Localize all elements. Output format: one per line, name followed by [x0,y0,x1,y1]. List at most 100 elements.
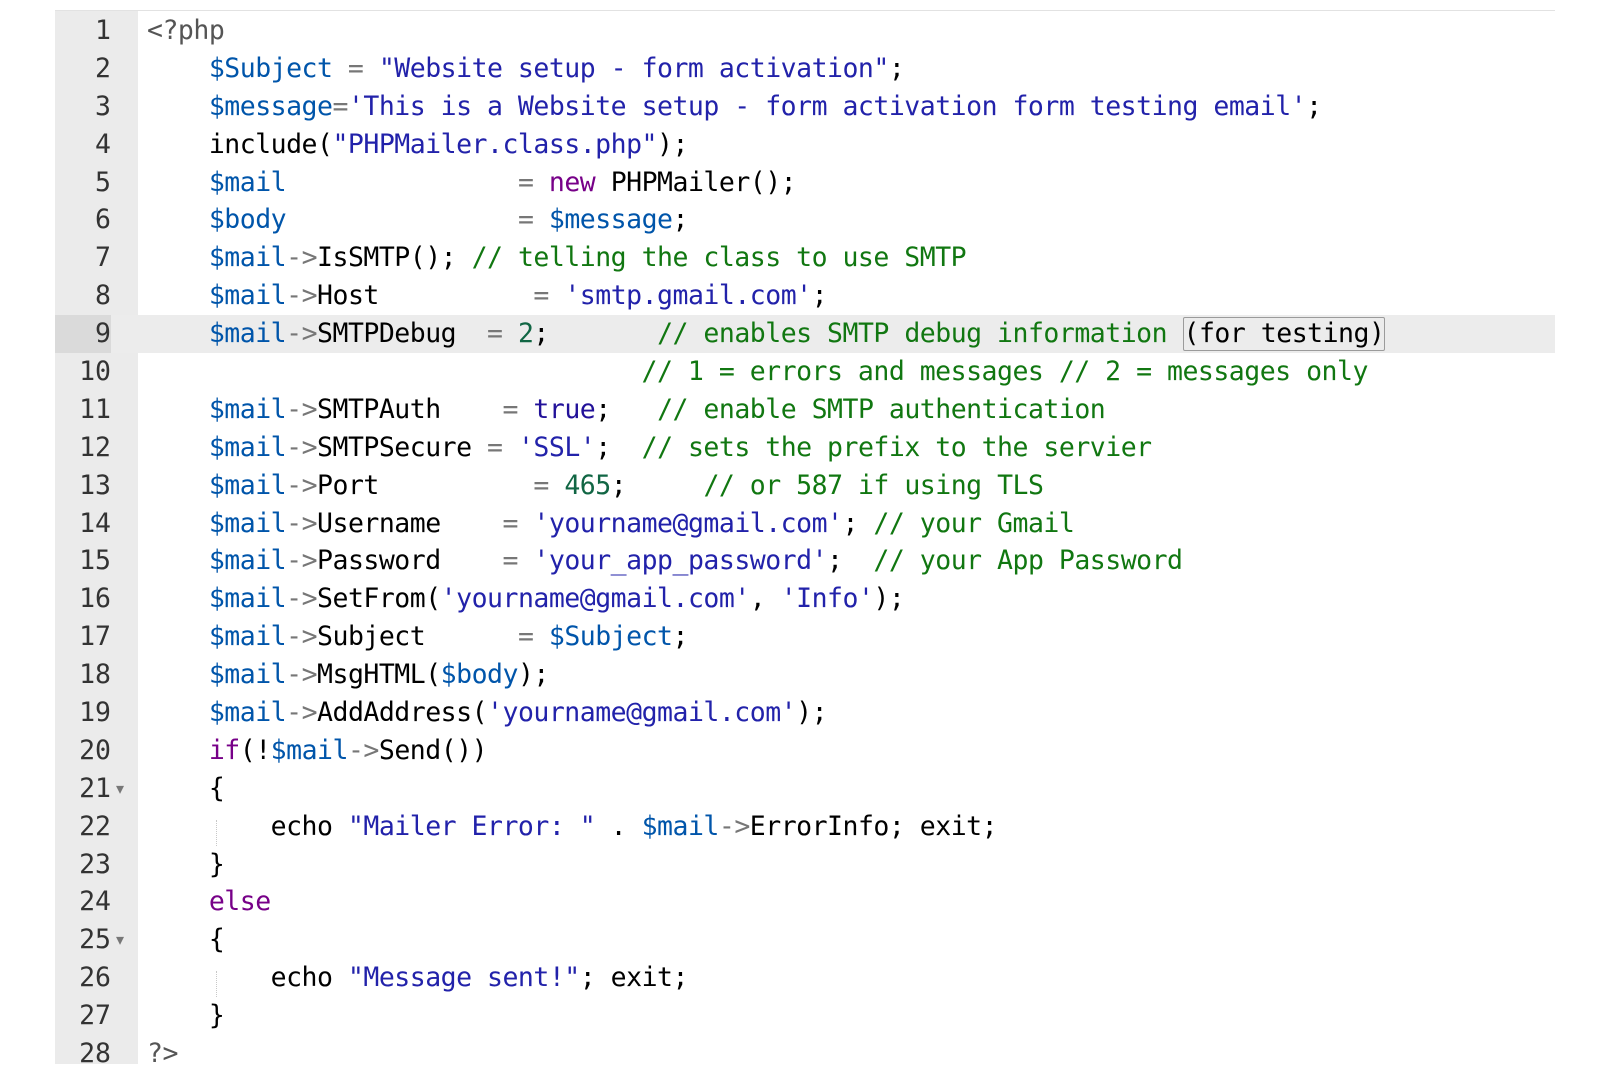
code-line[interactable]: 27 } [55,997,1555,1035]
code-token [147,394,209,425]
line-code[interactable]: { [147,770,225,808]
code-line[interactable]: 3 $message='This is a Website setup - fo… [55,88,1555,126]
code-token: -> [347,734,379,766]
line-code[interactable]: } [147,997,225,1035]
fold-arrow-icon[interactable]: ▾ [116,778,125,798]
line-code[interactable]: $mail->SMTPAuth = true; // enable SMTP a… [147,391,1106,429]
line-code[interactable]: $mail->Port = 465; // or 587 if using TL… [147,467,1044,505]
code-token: 'SSL' [517,431,596,463]
line-code[interactable]: $mail->Subject = $Subject; [147,618,689,656]
line-code[interactable]: $mail->AddAddress('yourname@gmail.com'); [147,694,828,732]
code-token: $mail [208,431,287,463]
line-code[interactable]: $mail->Username = 'yourname@gmail.com'; … [147,505,1075,543]
line-number: 5 [95,166,111,198]
code-line[interactable]: 2 $Subject = "Website setup - form activ… [55,50,1555,88]
code-token: // telling the class to use SMTP [471,242,967,274]
code-token: ; [595,431,642,463]
code-line[interactable]: 9 $mail->SMTPDebug = 2; // enables SMTP … [55,315,1555,354]
code-line[interactable]: 21▾ { [55,770,1555,808]
code-token: // enable SMTP authentication [657,393,1106,425]
code-token: "Website setup - form activation" [378,52,890,84]
line-code[interactable]: $mail = new PHPMailer(); [147,164,797,202]
code-token: true [533,393,596,425]
line-code[interactable]: ?> [147,1035,178,1073]
code-line[interactable]: 23 } [55,846,1555,884]
line-code[interactable]: include("PHPMailer.class.php"); [147,126,689,164]
code-token: 'smtp.gmail.com' [564,280,812,312]
line-code[interactable]: echo "Message sent!"; exit; [147,959,689,997]
code-line[interactable]: 20 if(!$mail->Send()) [55,732,1555,770]
code-line[interactable]: 12 $mail->SMTPSecure = 'SSL'; // sets th… [55,429,1555,467]
line-number: 22 [79,810,111,842]
line-number: 11 [79,393,111,425]
matched-bracket-highlight: (for testing) [1182,317,1386,352]
code-token: ; [888,52,905,84]
code-token [147,545,209,576]
code-line[interactable]: 10 // 1 = errors and messages // 2 = mes… [55,353,1555,391]
line-code[interactable]: $body = $message; [147,201,689,239]
code-line[interactable]: 24 else [55,883,1555,921]
code-token [147,91,209,122]
code-line[interactable]: 11 $mail->SMTPAuth = true; // enable SMT… [55,391,1555,429]
code-line[interactable]: 13 $mail->Port = 465; // or 587 if using… [55,467,1555,505]
line-number: 2 [95,52,111,84]
code-token: IsSMTP(); [317,242,472,274]
code-token: else [208,886,271,918]
code-line[interactable]: 25▾ { [55,921,1555,959]
line-code[interactable]: $Subject = "Website setup - form activat… [147,50,905,88]
line-code[interactable]: if(!$mail->Send()) [147,732,488,770]
code-token: . [595,810,642,842]
code-token: -> [286,583,318,615]
line-code[interactable]: $message='This is a Website setup - form… [147,88,1322,126]
code-line[interactable]: 15 $mail->Password = 'your_app_password'… [55,542,1555,580]
code-token: ; [595,393,658,425]
code-line[interactable]: 1<?php [55,12,1555,50]
line-code[interactable]: // 1 = errors and messages // 2 = messag… [147,353,1369,391]
code-line[interactable]: 19 $mail->AddAddress('yourname@gmail.com… [55,694,1555,732]
code-token [147,280,209,311]
line-code[interactable]: $mail->SMTPDebug = 2; // enables SMTP de… [147,315,1386,353]
code-token: -> [286,318,318,350]
code-line[interactable]: 18 $mail->MsgHTML($body); [55,656,1555,694]
code-token: include( [147,128,333,160]
code-line[interactable]: 5 $mail = new PHPMailer(); [55,164,1555,202]
line-code[interactable]: $mail->Password = 'your_app_password'; /… [147,542,1183,580]
line-code[interactable]: } [147,846,225,884]
code-token: $mail [208,242,287,274]
line-code[interactable]: $mail->IsSMTP(); // telling the class to… [147,239,967,277]
code-token: $mail [208,621,287,653]
code-line[interactable]: 14 $mail->Username = 'yourname@gmail.com… [55,505,1555,543]
code-line[interactable]: 26 echo "Message sent!"; exit; [55,959,1555,998]
code-token [147,735,209,766]
code-token: SMTPDebug [317,318,488,350]
line-number: 16 [79,583,111,615]
line-code[interactable]: $mail->Host = 'smtp.gmail.com'; [147,277,828,315]
line-code[interactable]: $mail->MsgHTML($body); [147,656,550,694]
code-line[interactable]: 28?> [55,1035,1555,1073]
code-token: = [533,280,565,312]
line-code[interactable]: else [147,883,271,921]
line-code[interactable]: <?php [147,12,225,50]
code-token: ; [610,469,704,501]
fold-arrow-icon[interactable]: ▾ [116,930,125,950]
line-number: 15 [79,545,111,577]
code-line[interactable]: 4 include("PHPMailer.class.php"); [55,126,1555,164]
line-number: 13 [79,469,111,501]
code-line[interactable]: 16 $mail->SetFrom('yourname@gmail.com', … [55,580,1555,618]
code-token: Host [317,280,534,312]
code-token: echo [147,810,348,842]
code-line[interactable]: 6 $body = $message; [55,201,1555,239]
line-code[interactable]: echo "Mailer Error: " . $mail->ErrorInfo… [147,808,998,846]
line-code[interactable]: $mail->SetFrom('yourname@gmail.com', 'In… [147,580,905,618]
code-line[interactable]: 7 $mail->IsSMTP(); // telling the class … [55,239,1555,277]
code-token: $mail [208,393,287,425]
line-code[interactable]: { [147,921,225,959]
line-number: 9 [55,315,111,354]
code-line[interactable]: 22 echo "Mailer Error: " . $mail->ErrorI… [55,808,1555,846]
code-line[interactable]: 17 $mail->Subject = $Subject; [55,618,1555,656]
line-code[interactable]: $mail->SMTPSecure = 'SSL'; // sets the p… [147,429,1152,467]
code-line[interactable]: 8 $mail->Host = 'smtp.gmail.com'; [55,277,1555,315]
code-token: $Subject [548,621,673,653]
